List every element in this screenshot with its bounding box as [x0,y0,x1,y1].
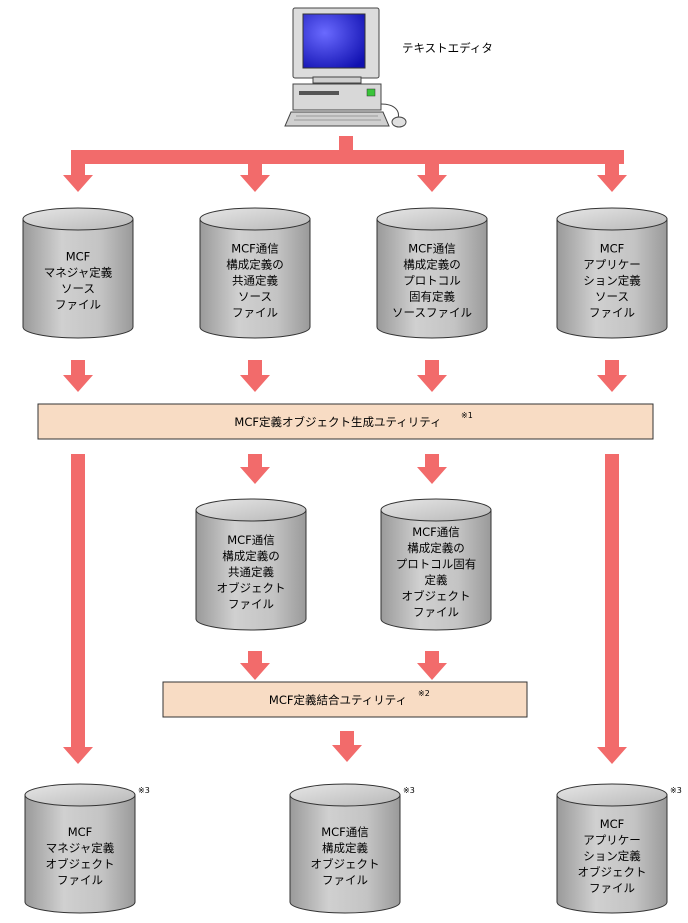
source-file-2-line-3: 共通定義 [232,274,278,288]
source-file-3-line-2: 構成定義の [403,258,461,272]
source-file-4-line-3: ション定義 [583,274,641,288]
intermediate-file-1-line-2: 構成定義の [222,549,280,563]
output-file-3-line-4: オブジェクト [578,865,647,879]
intermediate-file-2-line-5: オブジェクト [402,589,471,603]
intermediate-file-2-line-1: MCF通信 [412,525,460,539]
output-file-3-line-2: アプリケー [583,833,641,847]
source-file-4-line-4: ソース [595,290,629,304]
output-file-2-line-3: オブジェクト [311,857,380,871]
arrow-to-output-3 [597,454,627,764]
arrow-to-source-4 [597,162,627,192]
source-file-1-line-3: ソース [61,282,95,296]
output-file-1-line-1: MCF [68,825,93,839]
arrow-trunk [339,136,353,150]
source-file-4-line-1: MCF [600,242,625,256]
source-file-1-line-1: MCF [66,250,91,264]
intermediate-file-1-line-5: ファイル [228,597,274,611]
output-file-2-line-2: 構成定義 [322,841,368,855]
arrow-to-merge-utility-1 [240,651,270,680]
arrow-to-merge-utility-2 [417,651,447,680]
source-file-1-line-2: マネジャ定義 [44,266,113,280]
output-file-3-line-3: ション定義 [583,849,641,863]
output-file-3-note: ※3 [670,786,682,795]
source-file-2-line-2: 構成定義の [226,258,284,272]
intermediate-file-1-line-1: MCF通信 [227,533,275,547]
computer-label: テキストエディタ [402,41,493,55]
source-file-3-line-3: プロトコル [403,274,461,288]
source-file-3-line-5: ソースファイル [392,306,472,320]
output-file-1-line-3: オブジェクト [46,857,115,871]
merge-utility-box: MCF定義結合ユティリティ ※2 [162,681,528,718]
source-file-2-line-4: ソース [238,290,272,304]
flow-arrows [63,136,627,764]
output-file-2-line-4: ファイル [322,873,368,887]
computer-icon [284,7,407,128]
merge-utility-label: MCF定義結合ユティリティ [269,693,407,707]
source-file-3-line-4: 固有定義 [409,290,455,304]
gen-utility-label: MCF定義オブジェクト生成ユティリティ [234,415,441,429]
output-file-1-line-4: ファイル [57,873,103,887]
arrow-to-source-3 [417,162,447,192]
source-file-4-line-2: アプリケー [583,258,641,272]
intermediate-file-2-line-2: 構成定義の [407,541,465,555]
arrow-to-output-2 [332,731,362,762]
intermediate-file-2-line-3: プロトコル固有 [396,557,477,571]
arrow-to-output-1 [63,454,93,764]
source-file-4-line-5: ファイル [589,306,635,320]
intermediate-file-1-line-4: オブジェクト [217,581,286,595]
output-file-3-line-5: ファイル [589,881,635,895]
source-file-3-line-1: MCF通信 [408,242,456,256]
intermediate-file-2-line-4: 定義 [425,573,448,587]
arrow-to-gen-utility-1 [63,360,93,392]
output-file-2-note: ※3 [403,786,415,795]
arrow-to-source-1 [63,162,93,192]
intermediate-file-2-line-6: ファイル [413,605,459,619]
arrow-to-source-2 [240,162,270,192]
arrow-to-intermediate-2 [417,454,447,484]
arrow-to-gen-utility-4 [597,360,627,392]
arrow-to-intermediate-1 [240,454,270,484]
arrow-to-gen-utility-2 [240,360,270,392]
arrow-to-gen-utility-3 [417,360,447,392]
output-file-1-line-2: マネジャ定義 [46,841,115,855]
intermediate-file-1-line-3: 共通定義 [228,565,274,579]
gen-utility-note: ※1 [461,411,473,420]
gen-utility-box: MCF定義オブジェクト生成ユティリティ ※1 [37,403,654,440]
output-file-2-line-1: MCF通信 [321,825,369,839]
output-file-1-note: ※3 [138,786,150,795]
merge-utility-note: ※2 [418,689,430,698]
output-file-3-line-1: MCF [600,817,625,831]
source-file-2-line-5: ファイル [232,306,278,320]
source-file-2-line-1: MCF通信 [231,242,279,256]
source-file-1-line-4: ファイル [55,298,101,312]
arrow-branch-bar [71,150,624,164]
